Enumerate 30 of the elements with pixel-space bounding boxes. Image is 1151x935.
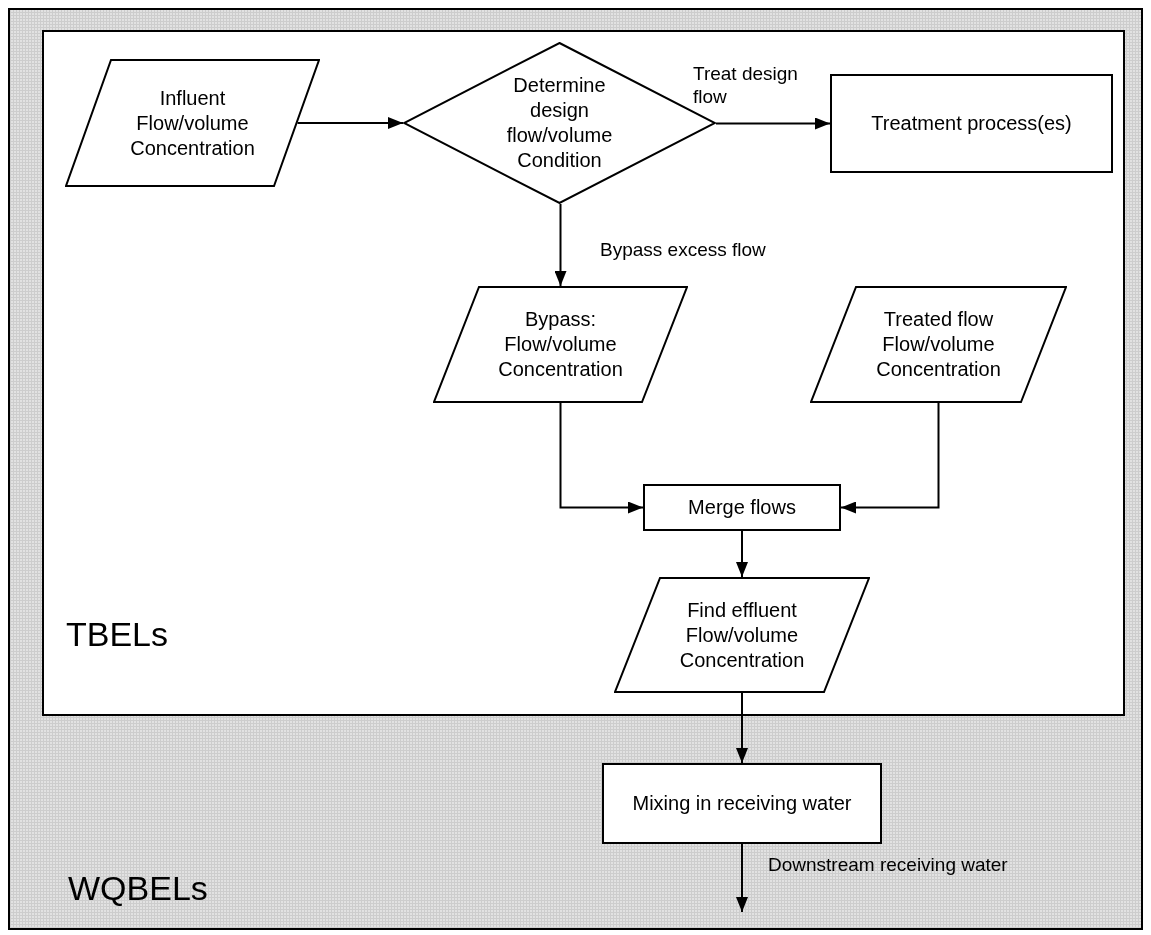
process-box (643, 484, 841, 531)
arrow (736, 843, 748, 913)
arrow (736, 692, 748, 764)
node-text: Find effluent Flow/volume Concentration (678, 597, 806, 673)
arrow (559, 402, 644, 514)
arrow (554, 203, 567, 287)
process-box (602, 763, 882, 844)
node-text: Treated flow Flow/volume Concentration (875, 307, 1002, 382)
region-label: TBELs (66, 614, 169, 654)
edge-label: Treat design flow (693, 62, 799, 108)
data-parallelogram (65, 59, 320, 187)
arrow (296, 117, 404, 129)
process-panel (42, 30, 1125, 716)
node-text: Bypass: Flow/volume Concentration (497, 307, 624, 382)
arrow (715, 117, 831, 130)
node-text: Influent Flow/volume Concentration (129, 85, 256, 161)
edge-label: Downstream receiving water (768, 853, 1009, 876)
node-text: Mixing in receiving water (631, 791, 853, 816)
region-label: WQBELs (68, 868, 208, 908)
node-text: Determine design flow/volume Condition (505, 73, 614, 173)
data-parallelogram (614, 577, 870, 693)
arrow (736, 530, 748, 578)
edge-label: Bypass excess flow (600, 238, 767, 261)
node-text: Merge flows (687, 495, 797, 520)
data-parallelogram (810, 286, 1067, 403)
arrow (840, 402, 940, 514)
node-text: Treatment process(es) (870, 111, 1073, 136)
data-parallelogram (433, 286, 688, 403)
process-box (830, 74, 1113, 173)
region-frame (8, 8, 1143, 930)
